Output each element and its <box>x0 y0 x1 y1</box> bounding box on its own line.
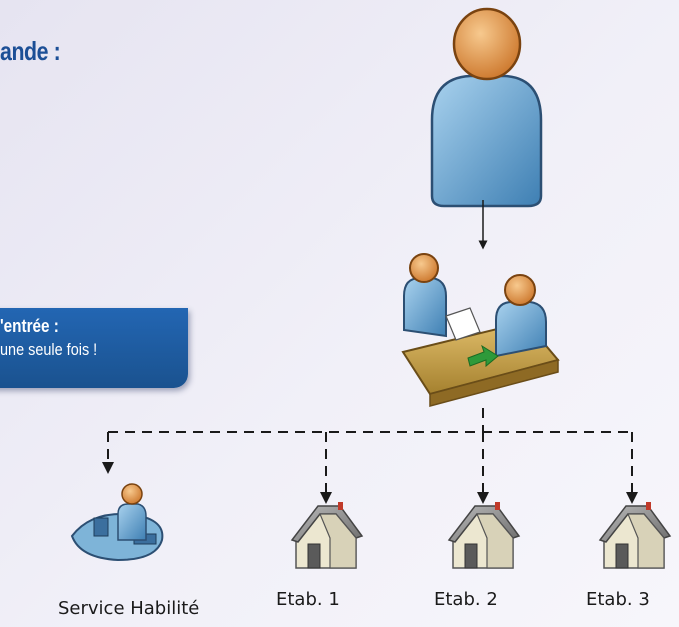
house-icon-etab-1 <box>291 501 363 569</box>
callout-line-2: une seule fois ! <box>0 340 98 359</box>
node-label-service: Service Habilité <box>58 598 200 619</box>
info-callout: 'entrée : une seule fois ! <box>0 308 188 388</box>
house-icon-etab-2 <box>448 501 520 569</box>
node-label-etab-3: Etab. 3 <box>586 589 650 610</box>
house-icon-etab-3 <box>599 501 671 569</box>
callout-line-1: 'entrée : <box>0 316 59 336</box>
node-label-etab-1: Etab. 1 <box>276 589 340 610</box>
operator-workstation-icon <box>70 483 164 562</box>
distribution-connectors <box>102 408 638 504</box>
node-label-etab-2: Etab. 2 <box>434 589 498 610</box>
user-icon <box>430 7 543 208</box>
page-title: ande : <box>0 36 61 66</box>
meeting-desk-icon <box>401 253 560 407</box>
